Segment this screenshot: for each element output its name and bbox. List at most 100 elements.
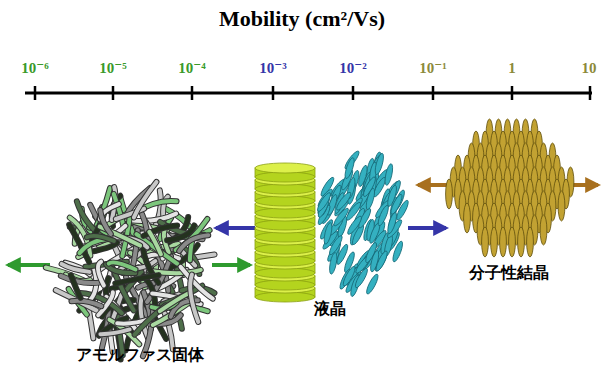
crystal-molecule bbox=[446, 179, 453, 209]
axis-tick bbox=[352, 86, 355, 100]
rod-molecule bbox=[323, 222, 334, 245]
strand bbox=[100, 329, 129, 334]
strand-outline bbox=[134, 182, 157, 217]
tick-label: 10⁻⁵ bbox=[99, 60, 126, 77]
strand-outline bbox=[100, 329, 129, 334]
strand-outline bbox=[89, 308, 94, 339]
crystal-molecule bbox=[518, 227, 525, 257]
strand bbox=[149, 232, 161, 254]
axis-tick bbox=[272, 86, 275, 100]
strand bbox=[109, 262, 136, 269]
rod-molecule bbox=[316, 191, 333, 213]
strand bbox=[134, 182, 157, 217]
strand bbox=[79, 239, 108, 253]
phase-label: 液晶 bbox=[314, 300, 346, 318]
crystal-molecule bbox=[509, 227, 516, 257]
disc-bottom bbox=[255, 244, 315, 254]
phase-label: 分子性結晶 bbox=[469, 264, 549, 282]
axis-tick bbox=[511, 86, 514, 100]
rod-molecule bbox=[384, 163, 395, 186]
crystal-molecule bbox=[464, 203, 471, 233]
strand bbox=[115, 275, 158, 283]
rod-molecule bbox=[364, 241, 379, 263]
disc-bottom bbox=[255, 196, 315, 206]
disc-bottom bbox=[255, 172, 315, 182]
strand bbox=[89, 308, 94, 339]
axis-tick bbox=[589, 86, 592, 100]
crystal-molecule bbox=[540, 215, 547, 245]
strand-outline bbox=[149, 232, 161, 254]
rod-molecule bbox=[328, 234, 345, 256]
rod-molecule bbox=[374, 153, 386, 176]
range-arrow bbox=[212, 263, 250, 267]
discotic-stack bbox=[255, 163, 315, 302]
strand-outline bbox=[115, 275, 158, 283]
axis-line bbox=[25, 92, 592, 95]
strand-outline bbox=[167, 225, 194, 240]
crystal-molecule bbox=[527, 227, 534, 257]
strand bbox=[98, 262, 104, 286]
disc-top bbox=[255, 163, 315, 173]
rod-molecule bbox=[386, 212, 398, 235]
disc-bottom bbox=[255, 184, 315, 194]
tick-label: 10 bbox=[582, 60, 597, 77]
strand-outline bbox=[98, 262, 104, 286]
rod-molecule bbox=[353, 267, 369, 289]
liquid-crystal-rods bbox=[316, 149, 411, 297]
strand bbox=[100, 210, 111, 234]
axis-tick bbox=[112, 86, 115, 100]
strand-outline bbox=[71, 301, 101, 306]
disc-bottom bbox=[255, 232, 315, 242]
rod-molecule bbox=[365, 188, 377, 211]
axis-title: Mobility (cm²/Vs) bbox=[219, 6, 385, 31]
strand-outline bbox=[100, 210, 111, 234]
range-arrow bbox=[408, 226, 446, 230]
axis-tick bbox=[432, 86, 435, 100]
crystal-molecule bbox=[491, 227, 498, 257]
disc-bottom bbox=[255, 220, 315, 230]
tick-label: 10⁻⁴ bbox=[178, 60, 205, 77]
strand-outline bbox=[109, 262, 136, 269]
disc-bottom bbox=[255, 292, 315, 302]
molecular-crystal bbox=[446, 119, 574, 257]
strand-outline bbox=[190, 275, 198, 322]
tick-label: 1 bbox=[508, 60, 516, 77]
strand-outline bbox=[62, 264, 90, 272]
axis-tick bbox=[34, 86, 37, 100]
strand bbox=[71, 275, 81, 298]
strand bbox=[167, 225, 194, 240]
rod-molecule bbox=[357, 164, 369, 187]
disc-bottom bbox=[255, 208, 315, 218]
crystal-molecule bbox=[558, 191, 565, 221]
tick-label: 10⁻³ bbox=[259, 60, 286, 77]
tick-label: 10⁻¹ bbox=[419, 60, 446, 77]
strand-outline bbox=[61, 276, 101, 283]
rod-molecule bbox=[341, 265, 357, 287]
rod-molecule bbox=[343, 157, 356, 180]
disc-bottom bbox=[255, 280, 315, 290]
strand bbox=[160, 294, 188, 312]
disc-bottom bbox=[255, 256, 315, 266]
range-arrow bbox=[216, 226, 255, 230]
rod-molecule bbox=[346, 215, 364, 236]
strand-outline bbox=[71, 275, 81, 298]
axis-tick bbox=[191, 86, 194, 100]
disc-bottom bbox=[255, 268, 315, 278]
strand-outline bbox=[79, 239, 108, 253]
strand bbox=[62, 264, 90, 272]
rod-molecule bbox=[386, 184, 398, 207]
strand bbox=[61, 276, 101, 283]
strand bbox=[190, 275, 198, 322]
rod-molecule bbox=[376, 204, 390, 227]
crystal-molecule bbox=[482, 227, 489, 257]
rod-molecule bbox=[374, 250, 389, 272]
rod-molecule bbox=[365, 273, 380, 295]
rod-molecule bbox=[328, 252, 338, 275]
tick-label: 10⁻² bbox=[339, 60, 366, 77]
phase-label: アモルファス固体 bbox=[76, 346, 204, 364]
strand-outline bbox=[160, 294, 188, 312]
crystal-molecule bbox=[500, 227, 507, 257]
tick-label: 10⁻⁶ bbox=[21, 60, 48, 77]
strand bbox=[71, 301, 101, 306]
